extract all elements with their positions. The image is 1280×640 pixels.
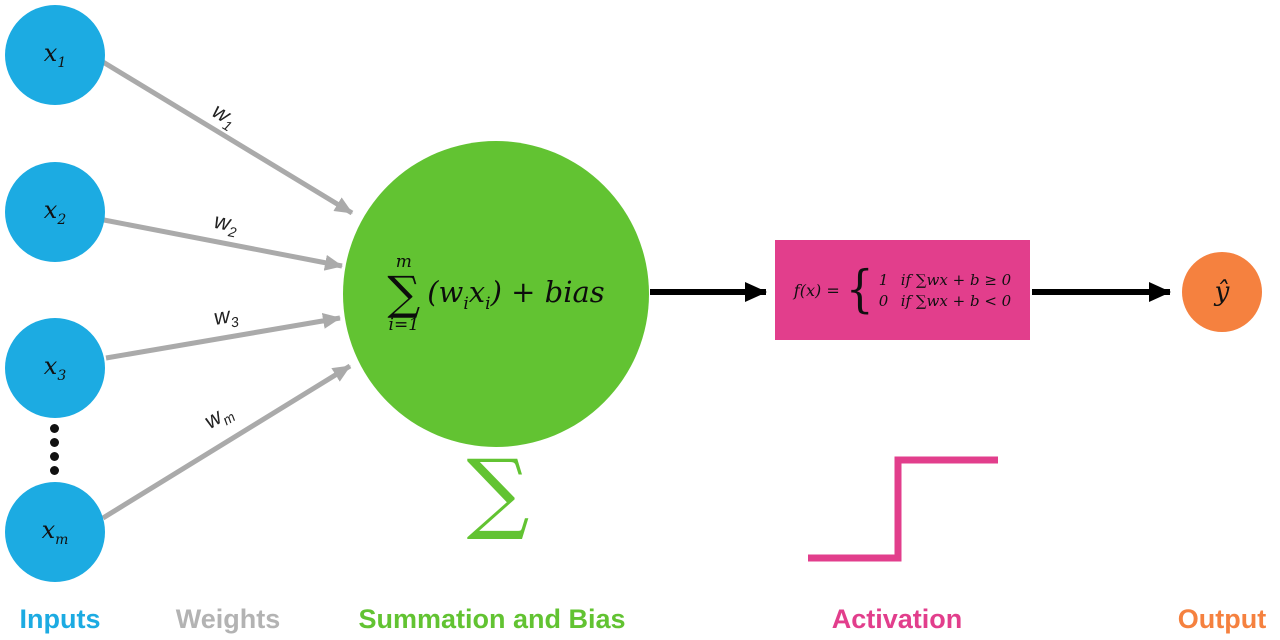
weight-arrow-1 <box>101 59 354 216</box>
input-subscript: 1 <box>57 54 67 71</box>
step-function-line <box>808 456 998 562</box>
weight-arrow-m <box>101 363 352 521</box>
activation-case-2: 0 if ∑wx + b < 0 <box>879 292 1011 310</box>
input-node-xm: xm <box>5 482 105 582</box>
ellipsis-dot <box>50 466 59 475</box>
input-letter: x <box>41 516 56 545</box>
ellipsis-dot <box>50 424 59 433</box>
weight-label-w3: w3 <box>212 301 240 333</box>
weight-label-w1: w1 <box>206 98 241 135</box>
case1-condition: if ∑wx + b ≥ 0 <box>900 270 1012 289</box>
plus-bias-term: + bias <box>501 274 605 309</box>
case1-value: 1 <box>878 270 889 289</box>
weight-label-wm: wm <box>200 398 238 437</box>
input-node-x1: x1 <box>5 5 105 105</box>
legend-summation-and-bias: Summation and Bias <box>358 604 626 634</box>
activation-function-box: f(x) = { 1 if ∑wx + b ≥ 0 0 if ∑wx + b <… <box>775 240 1030 340</box>
input-label-x3: x3 <box>44 352 66 384</box>
sigma-lower-limit: i=1 <box>388 314 420 335</box>
x-term: x <box>468 274 486 309</box>
legend-weights: Weights <box>175 604 281 634</box>
case2-value: 0 <box>878 291 889 310</box>
weight-label-w2: w2 <box>212 208 241 240</box>
input-label-x1: x1 <box>44 39 66 71</box>
output-node: ŷ <box>1182 252 1262 332</box>
input-subscript: 2 <box>57 211 67 228</box>
paren-close: ) <box>490 274 502 309</box>
sigma-with-limits: m ∑ i=1 <box>387 253 420 334</box>
fx-equals-label: f(x) = <box>793 280 840 300</box>
input-letter: x <box>43 352 58 381</box>
w-term: w <box>438 274 464 309</box>
input-subscript: 3 <box>57 367 67 384</box>
weight-letter: w <box>211 302 232 330</box>
legend-inputs: Inputs <box>19 604 101 634</box>
legend-output: Output <box>1177 604 1267 634</box>
activation-case-1: 1 if ∑wx + b ≥ 0 <box>879 271 1011 289</box>
activation-cases: 1 if ∑wx + b ≥ 0 0 if ∑wx + b < 0 <box>879 271 1011 310</box>
summation-formula: m ∑ i=1 (wixi) + bias <box>387 253 604 334</box>
step-function-icon <box>808 456 998 562</box>
input-node-x3: x3 <box>5 318 105 418</box>
w-subscript: i <box>463 293 469 314</box>
input-label-xm: xm <box>42 516 69 548</box>
input-label-x2: x2 <box>44 196 66 228</box>
legend-activation: Activation <box>831 604 963 634</box>
input-letter: x <box>43 196 58 225</box>
weight-subscript: 3 <box>229 313 240 331</box>
summation-sigma-icon: ∑ <box>466 440 530 543</box>
input-letter: x <box>43 39 58 68</box>
inputs-ellipsis <box>50 424 59 475</box>
input-node-x2: x2 <box>5 162 105 262</box>
sigma-upper-limit: m <box>395 252 412 273</box>
output-label-yhat: ŷ <box>1214 277 1230 307</box>
paren-open: ( <box>427 274 439 309</box>
ellipsis-dot <box>50 452 59 461</box>
sigma-icon: ∑ <box>387 266 421 321</box>
ellipsis-dot <box>50 438 59 447</box>
input-subscript: m <box>55 531 69 548</box>
case2-condition: if ∑wx + b < 0 <box>900 291 1012 310</box>
weight-subscript: 2 <box>227 223 238 241</box>
curly-brace: { <box>845 260 874 319</box>
x-subscript: i <box>485 293 491 314</box>
summation-expression: (wixi) + bias <box>427 275 604 314</box>
summation-node: m ∑ i=1 (wixi) + bias <box>343 141 649 447</box>
